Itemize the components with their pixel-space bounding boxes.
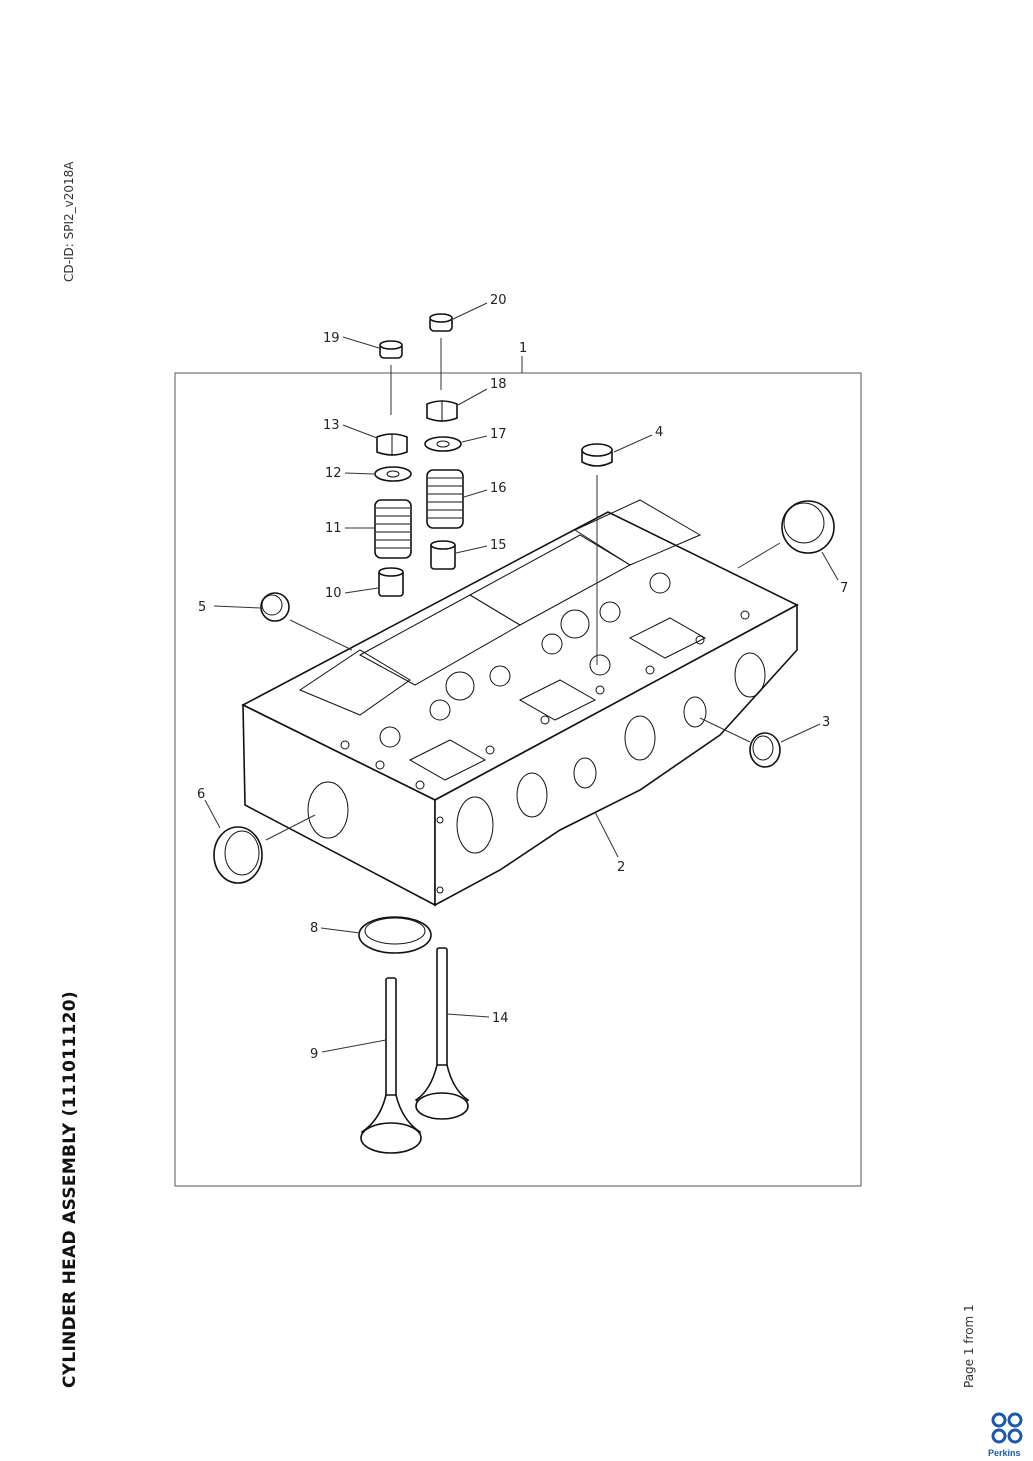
callout-13: 13	[323, 418, 340, 433]
cylinder-head-block	[241, 499, 799, 907]
callout-7: 7	[840, 581, 848, 596]
callout-8: 8	[310, 921, 318, 936]
plug-3	[749, 732, 781, 768]
callout-6: 6	[197, 787, 205, 802]
valve-seat-insert-8	[358, 916, 432, 954]
callout-9: 9	[310, 1047, 318, 1062]
perkins-brand-label: Perkins	[988, 1448, 1021, 1458]
valve-stem-seal-15	[430, 540, 456, 570]
spring-cap-17	[424, 436, 462, 452]
valve-9	[360, 977, 422, 1154]
spring-cap-12	[374, 466, 412, 482]
collet-13	[376, 433, 408, 456]
callout-20: 20	[490, 293, 507, 308]
callout-11: 11	[325, 521, 342, 536]
plug-7	[781, 500, 835, 554]
leader-lines	[204, 302, 839, 1053]
callout-14: 14	[492, 1011, 509, 1026]
plug-6	[213, 826, 263, 884]
callout-16: 16	[490, 481, 507, 496]
diagram-frame	[174, 372, 862, 1187]
cup-plug-4	[581, 443, 613, 467]
callout-10: 10	[325, 586, 342, 601]
valve-spring-16	[426, 469, 464, 529]
callout-15: 15	[490, 538, 507, 553]
valve-stem-seal-10	[378, 567, 404, 597]
callout-2: 2	[617, 860, 625, 875]
callout-12: 12	[325, 466, 342, 481]
callout-1: 1	[519, 341, 527, 356]
valve-14	[414, 947, 470, 1120]
plug-5	[260, 592, 290, 622]
perkins-logo	[991, 1412, 1023, 1444]
callout-4: 4	[655, 425, 663, 440]
callout-19: 19	[323, 331, 340, 346]
callout-18: 18	[490, 377, 507, 392]
callout-3: 3	[822, 715, 830, 730]
valve-cap-19	[379, 340, 403, 359]
callout-5: 5	[198, 600, 206, 615]
valve-spring-11	[374, 499, 412, 559]
callout-17: 17	[490, 427, 507, 442]
collet-18	[426, 400, 458, 422]
valve-cap-20	[429, 313, 453, 332]
